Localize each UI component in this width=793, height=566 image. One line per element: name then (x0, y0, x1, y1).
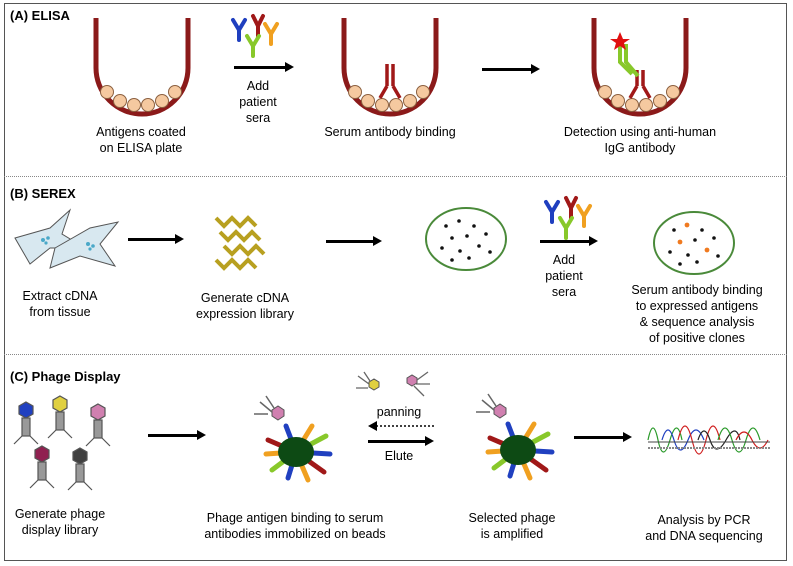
label-patient-serex: patient (545, 269, 583, 283)
label-on-elisa-plate: on ELISA plate (99, 141, 183, 155)
phage-library-icon (13, 395, 111, 491)
label-patient: patient (239, 95, 277, 109)
label-serum-antibody-binding: Serum antibody binding (324, 125, 456, 139)
arrow-to-library (128, 234, 184, 244)
label-analysis-by-pcr: Analysis by PCR (657, 513, 751, 527)
cdna-library-icon (214, 215, 266, 271)
label-generate-phage: Generate phage (14, 507, 106, 521)
free-phages-icon (356, 371, 430, 397)
label-extract-cdna: Extract cDNA (22, 289, 98, 303)
label-selected-phage: Selected phage (468, 511, 556, 525)
label-antibodies-beads: antibodies immobilized on beads (204, 527, 386, 541)
label-positive-clones: of positive clones (649, 331, 745, 345)
elisa-well-serum-binding (341, 18, 439, 117)
arrow-add-sera-elisa (234, 62, 294, 72)
bead-antibody-phage-icon (254, 395, 333, 483)
label-igg-antibody: IgG antibody (604, 141, 676, 155)
label-dna-sequencing: and DNA sequencing (645, 529, 763, 543)
label-to-expressed-antigens: to expressed antigens (635, 299, 759, 313)
label-add-serex: Add (552, 253, 576, 267)
label-is-amplified: is amplified (480, 527, 544, 541)
label-sequence-analysis: & sequence analysis (639, 315, 755, 329)
label-serum-binding-expressed: Serum antibody binding (631, 283, 763, 297)
arrow-to-binding (148, 430, 206, 440)
label-generate-cdna: Generate cDNA (200, 291, 290, 305)
label-from-tissue: from tissue (29, 305, 91, 319)
section-divider-ab (4, 176, 787, 177)
label-sera-serex: sera (551, 285, 577, 299)
elisa-well-antigens (93, 18, 191, 117)
plated-clones-dish (425, 207, 507, 271)
section-title-phage-display: (C) Phage Display (10, 369, 121, 384)
arrow-to-plated-library (326, 236, 382, 246)
arrow-to-detection (482, 64, 540, 74)
tissue-cells-icon (14, 208, 120, 269)
label-panning: panning (376, 405, 422, 419)
section-divider-bc (4, 354, 787, 355)
positive-clones-dish (653, 211, 735, 275)
label-phage-antigen-binding: Phage antigen binding to serum (206, 511, 384, 525)
arrow-to-sequencing (574, 432, 632, 442)
elisa-well-detection (591, 18, 689, 117)
arrow-elute (368, 436, 434, 446)
arrow-add-sera-serex (540, 236, 598, 246)
label-add: Add (246, 79, 270, 93)
dna-chromatogram-icon (647, 425, 770, 455)
label-detection-anti-human: Detection using anti-human (563, 125, 717, 139)
label-expression-library: expression library (196, 307, 294, 321)
selected-phage-bead-icon (476, 393, 555, 481)
label-sera: sera (245, 111, 271, 125)
panning-dotted-arrow (368, 421, 434, 431)
label-antigens-coated: Antigens coated (96, 125, 186, 139)
section-title-serex: (B) SEREX (10, 186, 76, 201)
section-title-elisa: (A) ELISA (10, 8, 70, 23)
antibody-cluster-serex-icon (544, 196, 592, 240)
label-display-library: display library (21, 523, 99, 537)
label-elute: Elute (384, 449, 414, 463)
antibody-cluster-icon (231, 14, 279, 58)
